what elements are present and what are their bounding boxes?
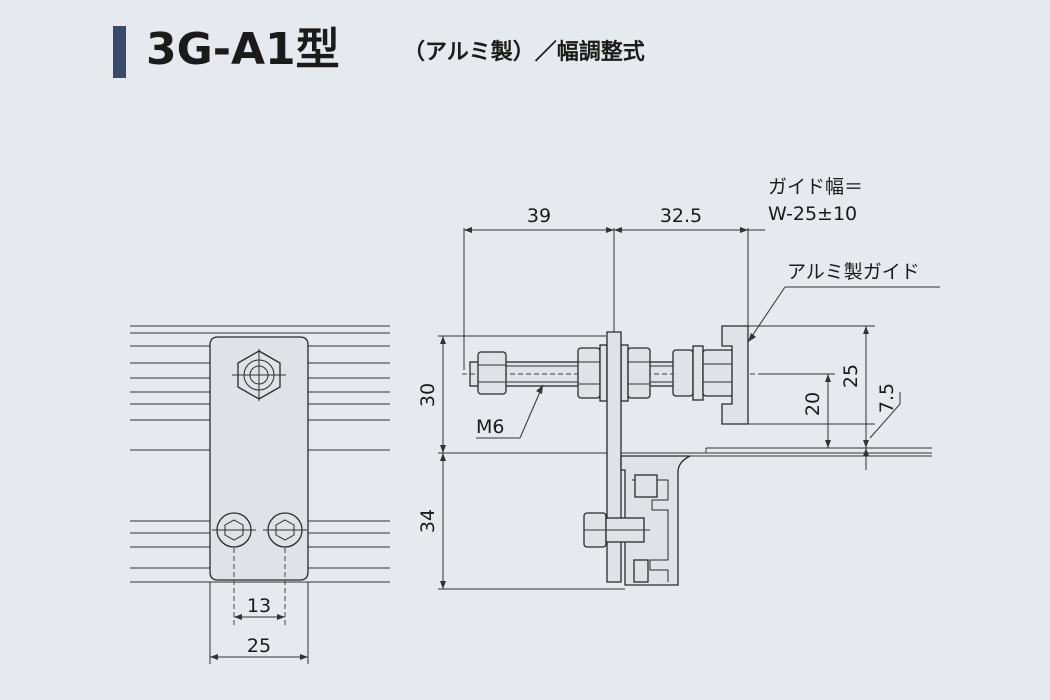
dimension-25-width: 25 xyxy=(209,582,309,664)
aluminum-guide-profile xyxy=(721,325,749,425)
conveyor-frame-profile xyxy=(583,455,691,586)
conveyor-bed xyxy=(621,447,932,457)
svg-text:32.5: 32.5 xyxy=(660,205,702,227)
bolt-size-label: M6 xyxy=(476,384,544,439)
svg-text:25: 25 xyxy=(247,635,271,657)
title-accent-bar xyxy=(113,26,126,78)
rod-end-nut xyxy=(477,351,507,395)
model-title: 3G-A1型 xyxy=(146,24,340,75)
dimension-32-5: 32.5 xyxy=(614,205,749,330)
svg-text:20: 20 xyxy=(802,392,824,416)
model-subtitle: （アルミ製）／幅調整式 xyxy=(403,40,645,65)
dimension-13: 13 xyxy=(234,595,285,620)
svg-text:39: 39 xyxy=(527,205,551,227)
vertical-mounting-bracket xyxy=(606,331,622,583)
guide-side-nuts xyxy=(672,345,734,401)
dimension-34: 34 xyxy=(417,452,625,590)
svg-text:25: 25 xyxy=(840,364,862,388)
guide-width-label-line1: ガイド幅＝ xyxy=(768,176,863,198)
dimension-20: 20 xyxy=(802,374,831,448)
top-hex-nut xyxy=(232,349,286,401)
svg-text:13: 13 xyxy=(247,595,271,617)
side-view: 39 32.5 ガイド幅＝ W-25±10 アルミ製ガイド xyxy=(417,176,940,590)
dimension-25-height: 25 xyxy=(840,326,869,448)
dimension-7-5: 7.5 xyxy=(863,383,901,470)
svg-text:M6: M6 xyxy=(476,416,504,438)
guide-width-label-line2: W-25±10 xyxy=(768,203,857,225)
aluminum-guide-label: アルミ製ガイド xyxy=(787,261,920,283)
lower-bolt-left xyxy=(212,512,256,548)
svg-text:34: 34 xyxy=(417,509,439,533)
svg-text:7.5: 7.5 xyxy=(876,383,898,413)
svg-text:30: 30 xyxy=(417,383,439,407)
dimension-30: 30 xyxy=(417,335,606,453)
lower-bolt-right xyxy=(263,512,307,548)
dimension-39: 39 xyxy=(463,205,615,370)
front-view: 13 25 xyxy=(130,325,390,664)
